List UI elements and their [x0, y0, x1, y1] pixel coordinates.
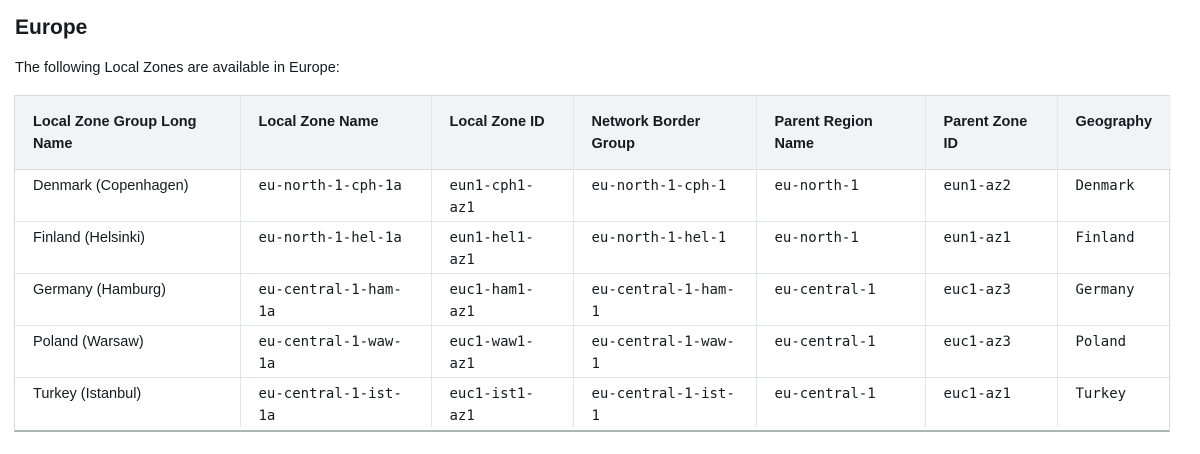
local-zones-table-container: Local Zone Group Long Name Local Zone Na…	[14, 95, 1171, 432]
header-geography: Geography	[1075, 114, 1153, 130]
cell-group-long-name: Denmark (Copenhagen)	[15, 169, 241, 221]
cell-zone-id: eun1-cph1-az1	[431, 169, 574, 221]
cell-network-border-group: eu-central-1-waw-1	[573, 325, 757, 377]
cell-parent-zone-id: euc1-az3	[925, 325, 1058, 377]
cell-geography: Germany	[1075, 281, 1135, 298]
cell-geography: Poland	[1075, 333, 1127, 350]
cell-zone-id: euc1-waw1-az1	[431, 325, 574, 377]
cell-network-border-group: eu-central-1-ham-1	[573, 273, 757, 325]
table-row: Poland (Warsaw) eu-central-1-waw-1a euc1…	[15, 325, 1171, 377]
header-zone-id: Local Zone ID	[431, 96, 574, 169]
cell-zone-id: eun1-hel1-az1	[431, 221, 574, 273]
cell-zone-id: euc1-ist1-az1	[431, 377, 574, 427]
cell-parent-region-name: eu-central-1	[756, 377, 926, 427]
table-row: Denmark (Copenhagen) eu-north-1-cph-1a e…	[15, 169, 1171, 221]
page-title: Europe	[15, 16, 88, 39]
header-group-long-name: Local Zone Group Long Name	[15, 96, 241, 169]
cell-zone-id: euc1-ham1-az1	[431, 273, 574, 325]
table-row: Germany (Hamburg) eu-central-1-ham-1a eu…	[15, 273, 1171, 325]
table-row: Finland (Helsinki) eu-north-1-hel-1a eun…	[15, 221, 1171, 273]
cell-network-border-group: eu-north-1-cph-1	[573, 169, 757, 221]
cell-parent-region-name: eu-central-1	[756, 325, 926, 377]
cell-zone-name: eu-north-1-hel-1a	[240, 221, 432, 273]
cell-group-long-name: Turkey (Istanbul)	[15, 377, 241, 427]
header-network-border-group: Network Border Group	[573, 96, 757, 169]
intro-text: The following Local Zones are available …	[15, 60, 340, 76]
cell-group-long-name: Poland (Warsaw)	[15, 325, 241, 377]
header-parent-zone-id: Parent Zone ID	[925, 96, 1058, 169]
cell-zone-name: eu-central-1-ham-1a	[240, 273, 432, 325]
local-zones-table: Local Zone Group Long Name Local Zone Na…	[15, 96, 1171, 427]
cell-network-border-group: eu-central-1-ist-1	[573, 377, 757, 427]
cell-geography: Denmark	[1075, 177, 1135, 194]
header-parent-region-name: Parent Region Name	[756, 96, 926, 169]
cell-geography: Finland	[1075, 229, 1135, 246]
cell-zone-name: eu-central-1-ist-1a	[240, 377, 432, 427]
cell-parent-zone-id: eun1-az2	[925, 169, 1058, 221]
cell-zone-name: eu-north-1-cph-1a	[240, 169, 432, 221]
cell-zone-name: eu-central-1-waw-1a	[240, 325, 432, 377]
cell-geography: Turkey	[1075, 385, 1127, 402]
cell-parent-zone-id: eun1-az1	[925, 221, 1058, 273]
cell-parent-region-name: eu-north-1	[756, 221, 926, 273]
cell-parent-region-name: eu-north-1	[756, 169, 926, 221]
cell-parent-zone-id: euc1-az3	[925, 273, 1058, 325]
cell-parent-region-name: eu-central-1	[756, 273, 926, 325]
cell-network-border-group: eu-north-1-hel-1	[573, 221, 757, 273]
table-header-row: Local Zone Group Long Name Local Zone Na…	[15, 96, 1171, 169]
cell-group-long-name: Finland (Helsinki)	[15, 221, 241, 273]
cell-group-long-name: Germany (Hamburg)	[15, 273, 241, 325]
cell-parent-zone-id: euc1-az1	[925, 377, 1058, 427]
table-row: Turkey (Istanbul) eu-central-1-ist-1a eu…	[15, 377, 1171, 427]
header-zone-name: Local Zone Name	[240, 96, 432, 169]
